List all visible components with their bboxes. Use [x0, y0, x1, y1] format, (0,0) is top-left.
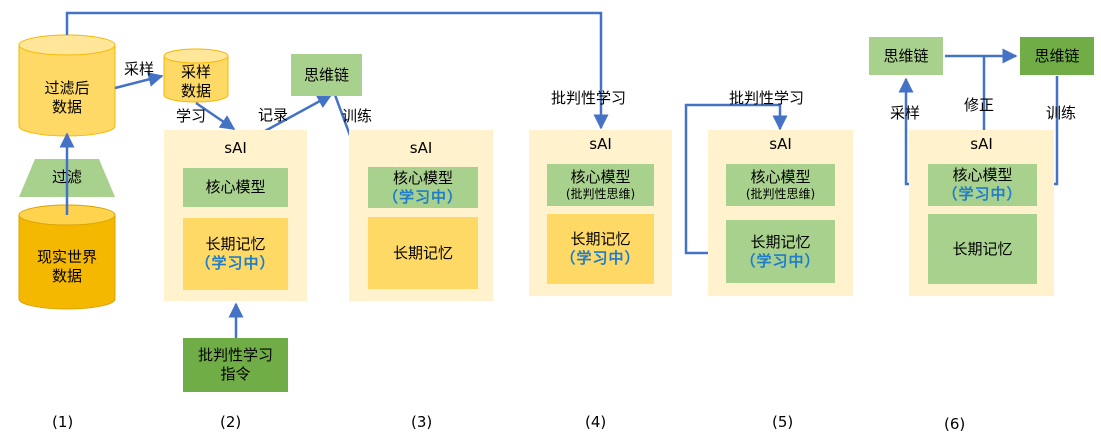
stage5-core-model: 核心模型 (批判性思维)	[726, 164, 835, 206]
stage5-memory-label: 长期记忆	[750, 232, 811, 251]
filter-label: 过滤	[51, 168, 82, 186]
stage4-sai-title: sAI	[589, 135, 612, 153]
sample-data-line1: 采样	[180, 63, 211, 81]
stage6-sai-panel: sAI 核心模型 （学习中） 长期记忆	[909, 130, 1054, 296]
train-arrow-label: 训练	[342, 107, 373, 125]
instruction-line1: 批判性学习	[197, 346, 273, 364]
stage5-critical-learning-label: 批判性学习	[729, 89, 805, 107]
caption-6: (6)	[944, 415, 966, 433]
stage5-sai-title: sAI	[769, 135, 792, 153]
filtered-data-line2: 数据	[51, 98, 82, 116]
stage5-core-label: 核心模型	[750, 168, 811, 186]
stage3-core-status: （学习中）	[382, 187, 463, 206]
stage5-long-term-memory: 长期记忆 （学习中）	[726, 220, 835, 283]
critical-learning-instruction: 批判性学习 指令	[183, 338, 288, 392]
stage3-core-label: 核心模型	[392, 168, 453, 187]
stage5-sai-panel: sAI 核心模型 (批判性思维) 长期记忆 （学习中）	[708, 130, 853, 296]
stage6-core-model: 核心模型 （学习中）	[928, 164, 1037, 206]
stage2-core-model: 核心模型	[183, 168, 288, 207]
sample-data-line2: 数据	[180, 82, 211, 100]
stage4-sai-panel: sAI 核心模型 (批判性思维) 长期记忆 （学习中）	[529, 130, 672, 296]
stage6-long-term-memory: 长期记忆	[928, 214, 1037, 284]
sample-data-label: 采样 数据	[164, 63, 228, 101]
filtered-data-label: 过滤后 数据	[19, 79, 115, 117]
sample-arrow-label: 采样	[124, 60, 155, 78]
stage3-core-model: 核心模型 （学习中）	[368, 167, 478, 208]
stage2-memory-label: 长期记忆	[205, 235, 266, 253]
stage2-memory-status: （学习中）	[195, 254, 276, 272]
stage6-chain-of-thought-left: 思维链	[869, 37, 943, 75]
stage5-core-sub: (批判性思维)	[745, 187, 816, 201]
stage4-core-model: 核心模型 (批判性思维)	[547, 164, 654, 206]
stage4-memory-status: （学习中）	[560, 249, 641, 267]
caption-2: (2)	[220, 413, 242, 431]
caption-1: (1)	[52, 413, 74, 431]
stage6-core-status: （学习中）	[942, 185, 1023, 203]
stage4-core-sub: (批判性思维)	[565, 187, 636, 201]
stage6-sai-title: sAI	[970, 135, 993, 153]
stage6-core-label: 核心模型	[952, 166, 1013, 184]
stage3-sai-title: sAI	[409, 139, 433, 157]
instruction-line2: 指令	[220, 365, 251, 383]
stage4-core-label: 核心模型	[570, 168, 631, 186]
stage4-memory-label: 长期记忆	[570, 230, 631, 248]
real-world-data-line1: 现实世界	[36, 248, 97, 266]
record-arrow-label: 记录	[258, 106, 289, 124]
learn-arrow-label: 学习	[176, 107, 207, 125]
stage6-chain-of-thought-right: 思维链	[1020, 37, 1094, 75]
caption-4: (4)	[585, 413, 607, 431]
caption-3: (3)	[411, 413, 433, 431]
real-world-data-label: 现实世界 数据	[19, 248, 115, 286]
stage2-sai-title: sAI	[224, 139, 247, 157]
stage6-revise-label: 修正	[964, 96, 995, 114]
real-world-data-line2: 数据	[51, 267, 82, 285]
stage4-long-term-memory: 长期记忆 （学习中）	[547, 214, 654, 284]
stage2-long-term-memory: 长期记忆 （学习中）	[183, 218, 288, 290]
stage6-sample-label: 采样	[890, 104, 921, 122]
stage2-sai-panel: sAI 核心模型 长期记忆 （学习中）	[164, 130, 307, 301]
chain-of-thought-box: 思维链	[291, 54, 362, 96]
stage3-long-term-memory: 长期记忆	[368, 217, 478, 289]
stage6-train-label: 训练	[1046, 104, 1077, 122]
stage4-critical-learning-label: 批判性学习	[551, 89, 627, 107]
caption-5: (5)	[772, 413, 794, 431]
stage5-memory-status: （学习中）	[740, 251, 821, 270]
filtered-data-line1: 过滤后	[44, 79, 90, 97]
stage3-sai-panel: sAI 核心模型 （学习中） 长期记忆	[349, 130, 493, 301]
